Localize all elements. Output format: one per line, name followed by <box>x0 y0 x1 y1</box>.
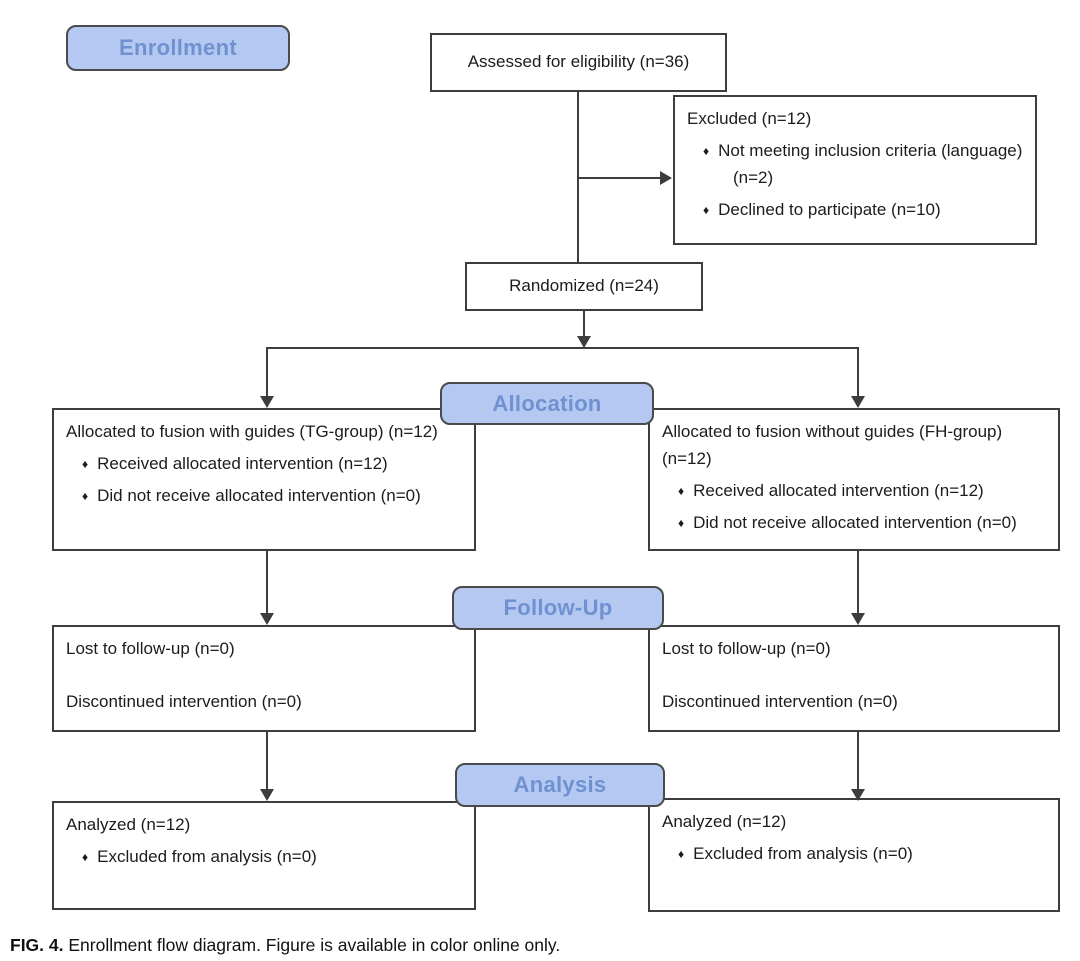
arrowhead-followup-right-icon <box>851 613 865 625</box>
connector-followup-to-analysis-left <box>266 732 268 789</box>
assessed-box: Assessed for eligibility (n=36) <box>430 33 727 92</box>
arrowhead-branch-icon <box>577 336 591 348</box>
connector-followup-to-analysis-right <box>857 732 859 789</box>
allocation-tg-bullet-1-text: Received allocated intervention (n=12) <box>97 453 388 473</box>
randomized-box: Randomized (n=24) <box>465 262 703 311</box>
arrowhead-followup-left-icon <box>260 613 274 625</box>
analysis-tg-bullet-1: ♦ Excluded from analysis (n=0) <box>66 844 462 871</box>
bullet-diamond-icon: ♦ <box>703 202 710 217</box>
followup-tg-line-1: Lost to follow-up (n=0) <box>66 639 235 658</box>
arrowhead-alloc-left-icon <box>260 396 274 408</box>
analysis-fh-bullet-1: ♦ Excluded from analysis (n=0) <box>662 841 1046 868</box>
analysis-fh-title: Analyzed (n=12) <box>662 812 787 831</box>
excluded-bullet-2: ♦ Declined to participate (n=10) <box>687 197 1023 224</box>
analysis-tg-bullet-1-text: Excluded from analysis (n=0) <box>97 846 317 866</box>
analysis-box-tg: Analyzed (n=12) ♦ Excluded from analysis … <box>52 801 476 910</box>
figure-caption-label: FIG. 4. <box>10 935 64 955</box>
stage-badge-allocation: Allocation <box>440 382 654 425</box>
allocation-fh-bullet-2-text: Did not receive allocated intervention (… <box>693 512 1017 532</box>
bullet-diamond-icon: ♦ <box>678 846 685 861</box>
followup-tg-line-2: Discontinued intervention (n=0) <box>66 691 302 711</box>
followup-fh-line-1: Lost to follow-up (n=0) <box>662 639 831 658</box>
excluded-bullet-2-text: Declined to participate (n=10) <box>718 199 941 219</box>
allocation-tg-bullet-2: ♦ Did not receive allocated intervention … <box>66 483 462 510</box>
followup-fh-line-2: Discontinued intervention (n=0) <box>662 691 898 711</box>
stage-badge-analysis-label: Analysis <box>513 772 607 797</box>
stage-badge-follow-up-label: Follow-Up <box>503 595 613 620</box>
allocation-fh-title: Allocated to fusion without guides (FH-g… <box>662 422 1003 468</box>
branch-line <box>267 347 859 349</box>
bullet-diamond-icon: ♦ <box>678 515 685 530</box>
allocation-fh-bullet-1-text: Received allocated intervention (n=12) <box>693 480 984 500</box>
excluded-box: Excluded (n=12) ♦ Not meeting inclusion c… <box>673 95 1037 245</box>
excluded-bullet-1-text: Not meeting inclusion criteria (language… <box>718 140 1023 187</box>
allocation-fh-bullet-2: ♦ Did not receive allocated intervention … <box>662 510 1046 537</box>
arrowhead-analysis-right-icon <box>851 789 865 801</box>
connector-randomized-to-branch <box>583 311 585 339</box>
analysis-box-fh: Analyzed (n=12) ♦ Excluded from analysis … <box>648 798 1060 912</box>
excluded-title: Excluded (n=12) <box>687 109 812 128</box>
figure-caption-text: Enrollment flow diagram. Figure is avail… <box>68 935 561 955</box>
stage-badge-follow-up: Follow-Up <box>452 586 664 630</box>
connector-branch-to-alloc-right <box>857 347 859 397</box>
stage-badge-enrollment: Enrollment <box>66 25 290 71</box>
allocation-box-tg: Allocated to fusion with guides (TG-grou… <box>52 408 476 551</box>
analysis-fh-bullet-1-text: Excluded from analysis (n=0) <box>693 843 913 863</box>
allocation-tg-bullet-1: ♦ Received allocated intervention (n=12) <box>66 451 462 478</box>
randomized-title: Randomized (n=24) <box>509 276 659 296</box>
allocation-tg-title: Allocated to fusion with guides (TG-grou… <box>66 422 438 441</box>
stage-badge-allocation-label: Allocation <box>492 390 602 416</box>
bullet-diamond-icon: ♦ <box>678 483 685 498</box>
excluded-bullet-1: ♦ Not meeting inclusion criteria (languag… <box>687 138 1023 192</box>
bullet-diamond-icon: ♦ <box>82 488 89 503</box>
bullet-diamond-icon: ♦ <box>703 143 710 158</box>
arrowhead-excluded-icon <box>660 171 672 185</box>
arrowhead-alloc-right-icon <box>851 396 865 408</box>
arrowhead-analysis-left-icon <box>260 789 274 801</box>
allocation-fh-bullet-1: ♦ Received allocated intervention (n=12) <box>662 478 1046 505</box>
bullet-diamond-icon: ♦ <box>82 456 89 471</box>
allocation-tg-bullet-2-text: Did not receive allocated intervention (… <box>97 485 421 505</box>
bullet-diamond-icon: ♦ <box>82 849 89 864</box>
analysis-tg-title: Analyzed (n=12) <box>66 815 191 834</box>
followup-box-fh: Lost to follow-up (n=0) Discontinued int… <box>648 625 1060 732</box>
figure-caption: FIG. 4. Enrollment flow diagram. Figure … <box>10 935 560 956</box>
connector-to-excluded <box>578 177 662 179</box>
allocation-box-fh: Allocated to fusion without guides (FH-g… <box>648 408 1060 551</box>
connector-alloc-to-followup-right <box>857 551 859 613</box>
assessed-title: Assessed for eligibility (n=36) <box>467 52 690 72</box>
stage-badge-enrollment-label: Enrollment <box>119 35 237 60</box>
followup-box-tg: Lost to follow-up (n=0) Discontinued int… <box>52 625 476 732</box>
connector-alloc-to-followup-left <box>266 551 268 613</box>
connector-branch-to-alloc-left <box>266 347 268 397</box>
stage-badge-analysis: Analysis <box>455 763 665 807</box>
